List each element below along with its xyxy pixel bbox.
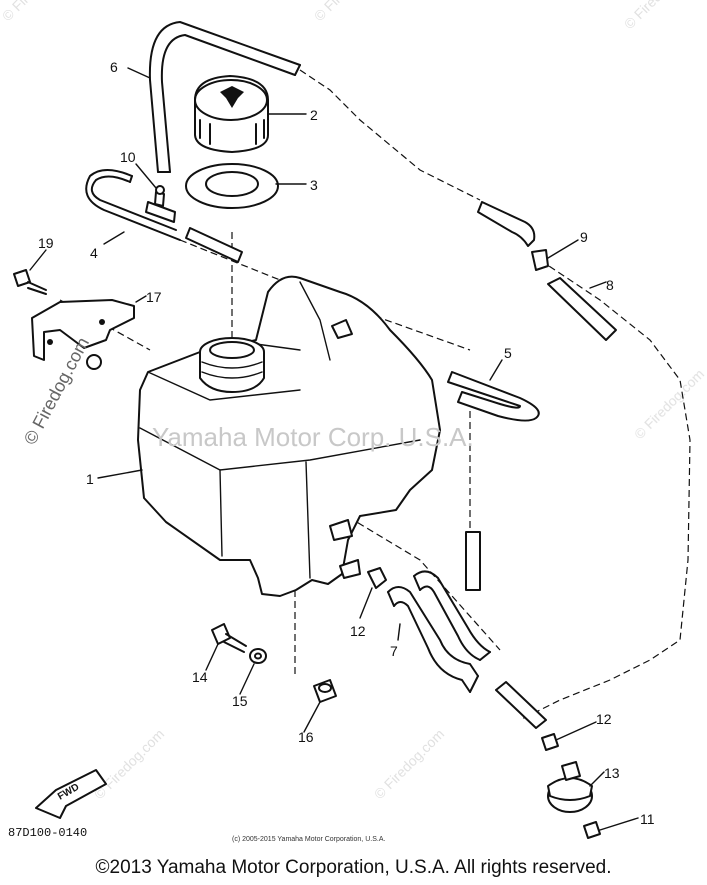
part-label-2: 2 bbox=[310, 107, 318, 123]
clip-11 bbox=[583, 821, 601, 839]
clamp-12-upper bbox=[367, 567, 387, 589]
part-label-8: 8 bbox=[606, 277, 614, 293]
part-label-14: 14 bbox=[192, 669, 208, 685]
part-label-1: 1 bbox=[86, 471, 94, 487]
part-label-7: 7 bbox=[390, 643, 398, 659]
svg-text:© Firedog.com: © Firedog.com bbox=[311, 0, 387, 24]
filter-13 bbox=[547, 761, 593, 813]
hose-vertical bbox=[465, 531, 481, 591]
svg-text:© Firedog.com: © Firedog.com bbox=[0, 0, 75, 24]
hose-short bbox=[185, 227, 243, 263]
part-label-12-lower: 12 bbox=[596, 711, 612, 727]
hose-lower-right bbox=[495, 681, 547, 729]
fitting-9 bbox=[531, 249, 549, 271]
small-copyright: (c) 2005-2015 Yamaha Motor Corporation, … bbox=[232, 836, 386, 843]
oil-tank-1 bbox=[137, 275, 441, 597]
svg-text:© Firedog.com: © Firedog.com bbox=[91, 726, 167, 802]
svg-text:© Firedog.com: © Firedog.com bbox=[631, 366, 707, 442]
grommet-16 bbox=[313, 679, 337, 703]
part-label-12-upper: 12 bbox=[350, 623, 366, 639]
part-label-11: 11 bbox=[640, 811, 655, 827]
diagram-code: 87D100-0140 bbox=[8, 826, 88, 840]
part-label-19: 19 bbox=[38, 235, 54, 251]
watermark-center: Yamaha Motor Corp. U.S.A. bbox=[152, 422, 474, 452]
bracket-17 bbox=[31, 299, 135, 370]
leader-lines bbox=[29, 67, 639, 831]
bolt-14 bbox=[211, 623, 247, 653]
hose-8 bbox=[547, 277, 617, 341]
part-number-labels: 6 2 3 10 4 9 8 19 17 5 1 12 7 12 13 11 1… bbox=[38, 59, 655, 827]
part-label-5: 5 bbox=[504, 345, 512, 361]
part-label-6: 6 bbox=[110, 59, 118, 75]
hose-4 bbox=[85, 169, 181, 241]
bolt-19 bbox=[13, 269, 47, 295]
part-label-15: 15 bbox=[232, 693, 248, 709]
footer-copyright: ©2013 Yamaha Motor Corporation, U.S.A. A… bbox=[95, 857, 612, 878]
part-label-16: 16 bbox=[298, 729, 314, 745]
gasket-3 bbox=[185, 163, 279, 209]
svg-text:© Firedog.com: © Firedog.com bbox=[371, 726, 447, 802]
hose-7 bbox=[387, 570, 491, 693]
part-label-13: 13 bbox=[604, 765, 620, 781]
svg-text:© Firedog.com: © Firedog.com bbox=[621, 0, 697, 32]
hose-5 bbox=[447, 371, 540, 422]
clamp-12-lower bbox=[541, 733, 559, 751]
part-label-3: 3 bbox=[310, 177, 318, 193]
hose-upper-right bbox=[477, 201, 536, 247]
part-label-9: 9 bbox=[580, 229, 588, 245]
fitting-10 bbox=[145, 185, 176, 223]
part-label-4: 4 bbox=[90, 245, 98, 261]
filler-cap-2 bbox=[194, 75, 269, 153]
part-label-17: 17 bbox=[146, 289, 162, 305]
watermark-side: © Firedog.com bbox=[20, 334, 93, 448]
fwd-arrow-icon: FWD bbox=[35, 769, 107, 819]
washer-15 bbox=[249, 648, 267, 664]
part-label-10: 10 bbox=[120, 149, 136, 165]
